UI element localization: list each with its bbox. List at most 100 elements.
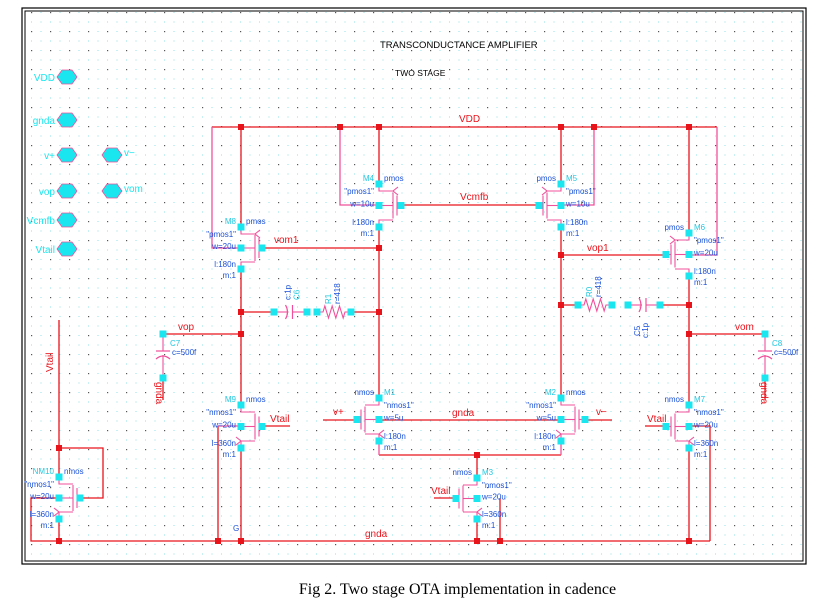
junction-dot <box>474 538 480 544</box>
g-mark: G <box>233 524 239 533</box>
terminal-pin[interactable] <box>574 301 582 309</box>
junction-dot <box>686 331 692 337</box>
terminal-pin[interactable] <box>375 437 383 445</box>
pin-6-icon[interactable] <box>56 212 78 228</box>
terminal-pin[interactable] <box>270 308 278 316</box>
terminal-pin[interactable] <box>397 202 405 209</box>
terminal-pin[interactable] <box>347 308 355 316</box>
terminal-pin[interactable] <box>452 495 460 502</box>
junction-dot <box>686 302 692 308</box>
junction-dot <box>238 309 244 315</box>
terminal-pin[interactable] <box>375 416 383 423</box>
pin-1-icon[interactable] <box>56 112 78 128</box>
terminal-pin[interactable] <box>375 394 383 402</box>
net-label-vom1: vom1 <box>274 235 299 246</box>
net-label-gnda_mid: gnda <box>452 408 475 419</box>
multiplier-param: m:1 <box>361 229 375 238</box>
pin-4-icon[interactable] <box>56 183 78 199</box>
terminal-pin[interactable] <box>237 444 245 452</box>
terminal-pin[interactable] <box>237 223 245 231</box>
terminal-pin[interactable] <box>608 301 616 309</box>
terminal-pin[interactable] <box>258 244 266 252</box>
instance-name: M9 <box>225 395 237 404</box>
pin-label: v− <box>124 148 135 159</box>
terminal-pin[interactable] <box>557 416 565 423</box>
resistor-r1[interactable] <box>317 304 351 320</box>
terminal-pin[interactable] <box>303 308 311 316</box>
resistor-r0[interactable] <box>578 297 612 313</box>
terminal-pin[interactable] <box>237 244 245 252</box>
instance-name: R0 <box>585 286 594 297</box>
model-name: "pmos1" <box>206 230 236 239</box>
terminal-pin[interactable] <box>557 394 565 402</box>
terminal-pin[interactable] <box>159 374 167 382</box>
terminal-pin[interactable] <box>353 416 361 423</box>
terminal-pin[interactable] <box>685 251 693 258</box>
length-param: l:180n <box>384 432 406 441</box>
net-label-gnda_c7: gnda <box>153 382 164 405</box>
pin-2-icon[interactable] <box>56 147 78 163</box>
width-param: w=20u <box>693 249 718 258</box>
resistor-zigzag <box>317 304 351 320</box>
terminal-pin[interactable] <box>55 494 63 502</box>
terminal-pin[interactable] <box>685 401 693 409</box>
terminal-pin[interactable] <box>237 265 245 273</box>
terminal-pin[interactable] <box>662 423 670 430</box>
instance-name: M4 <box>363 174 375 183</box>
terminal-pin[interactable] <box>662 251 670 258</box>
terminal-pin[interactable] <box>76 494 84 502</box>
pin-label: vom <box>124 184 143 195</box>
cap-plate-curved <box>284 304 289 320</box>
device-type: nmos <box>664 395 684 404</box>
terminal-pin[interactable] <box>237 423 245 430</box>
pin-0-icon[interactable] <box>56 69 78 85</box>
terminal-pin[interactable] <box>557 223 565 231</box>
model-name: "nmos1" <box>24 480 54 489</box>
terminal-pin[interactable] <box>685 444 693 452</box>
junction-dot <box>558 124 564 130</box>
pmos-arrow-icon <box>392 186 399 196</box>
pin-label: Vtail <box>36 245 55 256</box>
terminal-pin[interactable] <box>557 202 565 209</box>
terminal-pin[interactable] <box>557 180 565 188</box>
terminal-pin[interactable] <box>656 301 664 309</box>
instance-name: M5 <box>566 174 578 183</box>
resistance-param: r=418 <box>594 276 603 297</box>
terminal-pin[interactable] <box>557 437 565 445</box>
terminal-pin[interactable] <box>535 202 543 209</box>
terminal-pin[interactable] <box>375 202 383 209</box>
terminal-pin[interactable] <box>624 301 632 309</box>
terminal-pin[interactable] <box>375 180 383 188</box>
length-param: l:180n <box>694 267 716 276</box>
terminal-pin[interactable] <box>237 401 245 409</box>
terminal-pin[interactable] <box>55 473 63 481</box>
resistance-param: r=418 <box>333 283 342 304</box>
terminal-pin[interactable] <box>375 223 383 231</box>
multiplier-param: m:1 <box>543 443 557 452</box>
pin-5-icon[interactable] <box>101 183 123 199</box>
pin-label: v+ <box>44 151 55 162</box>
terminal-pin[interactable] <box>55 515 63 523</box>
nmos-arrow-icon <box>378 429 385 439</box>
multiplier-param: m:1 <box>223 271 237 280</box>
terminal-pin[interactable] <box>473 495 481 502</box>
terminal-pin[interactable] <box>473 515 481 523</box>
terminal-pin[interactable] <box>159 330 167 338</box>
length-param: l=360n <box>694 439 718 448</box>
terminal-pin[interactable] <box>685 272 693 280</box>
terminal-pin[interactable] <box>761 330 769 338</box>
terminal-pin[interactable] <box>581 416 589 423</box>
junction-dot <box>56 538 62 544</box>
terminal-pin[interactable] <box>313 308 321 316</box>
terminal-pin[interactable] <box>685 229 693 237</box>
terminal-pin[interactable] <box>685 423 693 430</box>
instance-name: NM10 <box>33 467 55 476</box>
terminal-pin[interactable] <box>258 423 266 430</box>
net-wire <box>30 497 710 542</box>
device-type: pmos <box>664 223 684 232</box>
net-label-vcmfb: Vcmfb <box>460 192 489 203</box>
terminal-pin[interactable] <box>761 374 769 382</box>
pin-3-icon[interactable] <box>101 147 123 163</box>
terminal-pin[interactable] <box>473 474 481 482</box>
pin-7-icon[interactable] <box>56 241 78 257</box>
